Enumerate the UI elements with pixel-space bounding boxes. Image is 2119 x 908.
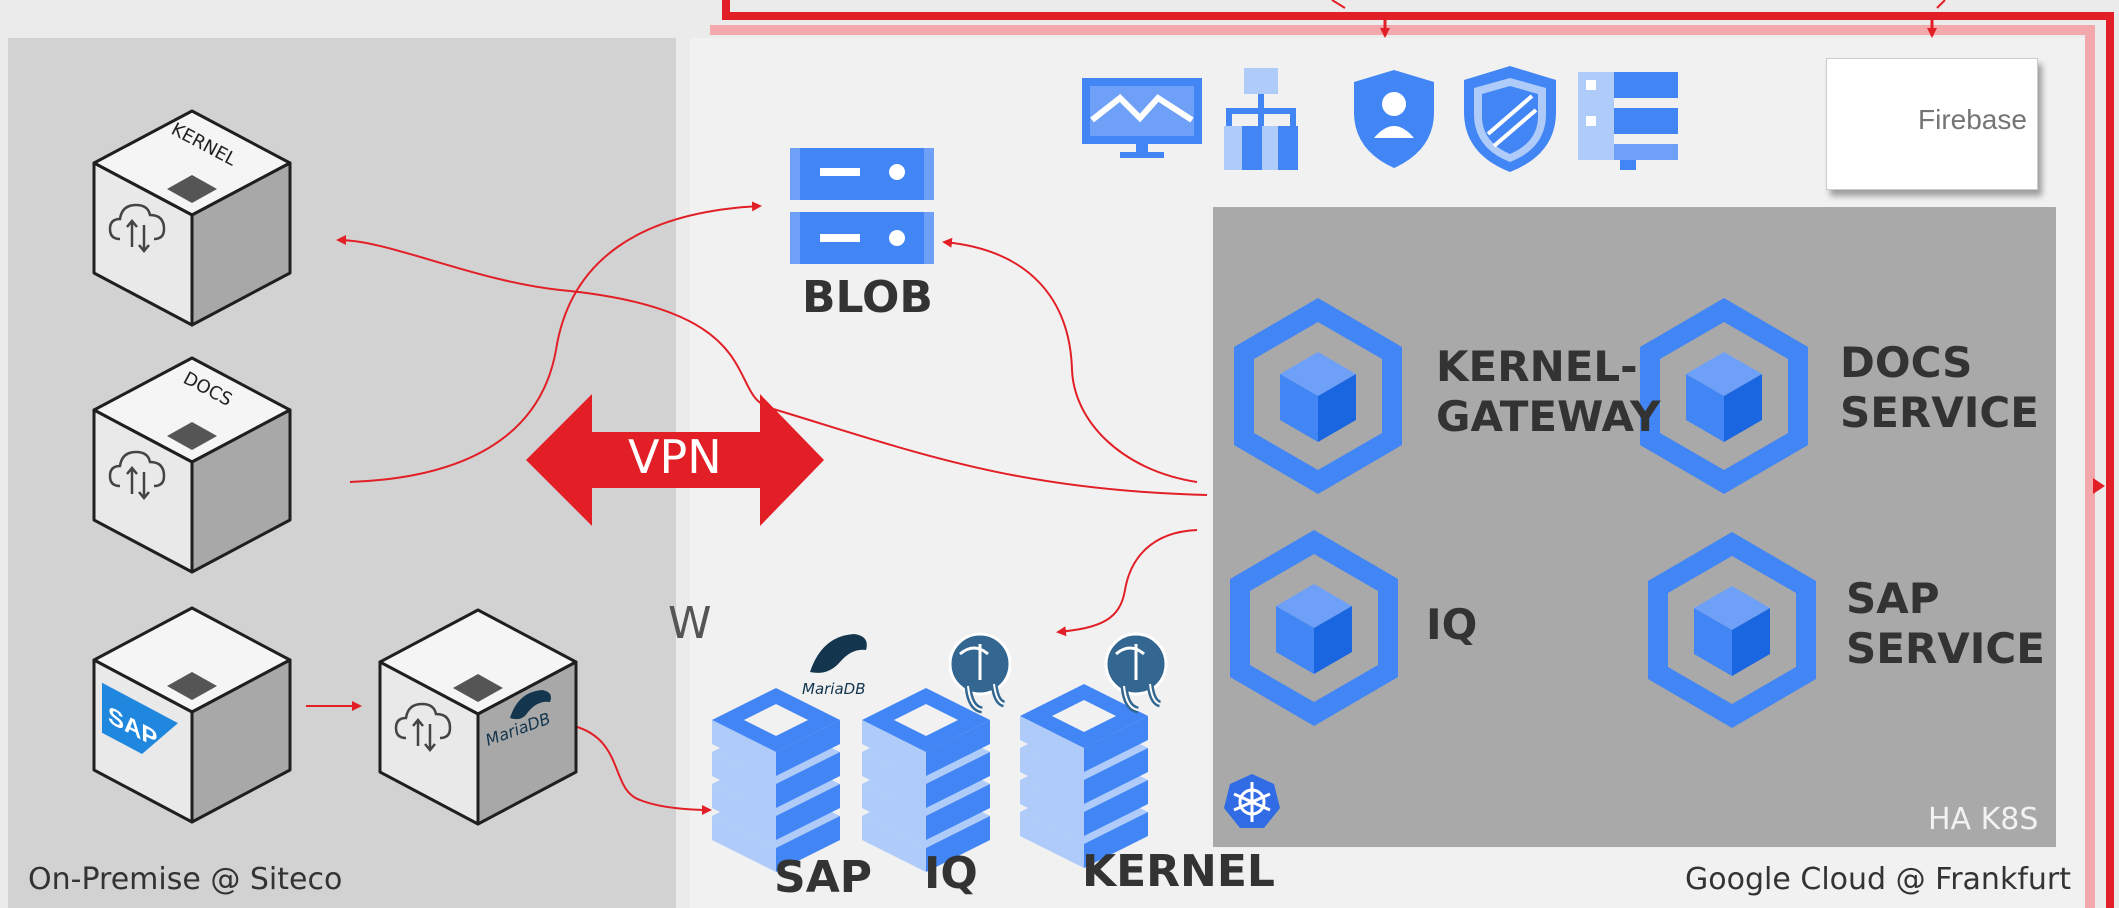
postgresql-elephant-icon (950, 634, 1010, 710)
docs-service-label: DOCS SERVICE (1840, 338, 2039, 437)
docs-server: DOCS (92, 356, 292, 574)
connector-mariadb-server-to-sap-db (573, 725, 712, 815)
docs-service-icon (1640, 298, 1808, 494)
firebase-card (1826, 58, 2038, 190)
storage-server-icon (790, 148, 934, 264)
sap-database-icon (712, 688, 840, 872)
server-list-icon (1578, 72, 1678, 170)
k8s-cluster-panel (1213, 207, 2056, 847)
frame-tick-2 (1936, 0, 1946, 9)
frame-line-outer (722, 0, 2114, 908)
monitoring-icon (1082, 78, 1202, 158)
connector-docs-service-to-blob (942, 237, 1198, 483)
blob-label: BLOB (802, 272, 933, 323)
kernel-database-icon (1020, 684, 1148, 868)
connector-docs-server-to-blob (349, 201, 762, 483)
sap-service-icon (1648, 532, 1816, 728)
kernel-gateway-label: KERNEL- GATEWAY (1436, 342, 1661, 441)
sap-server: SAP (92, 606, 292, 824)
iq-db-label: IQ (924, 848, 978, 899)
kernel-gateway-service-icon (1234, 298, 1402, 494)
mariadb-server: MariaDB (378, 608, 578, 826)
postgresql-elephant-icon (1106, 634, 1166, 710)
vpn-arrow (526, 394, 824, 526)
iq-service-label: IQ (1426, 600, 1478, 649)
identity-shield-icon (1354, 70, 1434, 168)
frame-arrow-3 (2093, 478, 2105, 494)
iq-service-icon (1230, 530, 1398, 726)
on-premise-label: On-Premise @ Siteco (28, 862, 343, 897)
kubernetes-logo-icon (1224, 774, 1280, 828)
mariadb-seal-icon: MariaDB (802, 634, 867, 698)
kernel-db-label: KERNEL (1082, 846, 1275, 897)
kernel-server: KERNEL (92, 109, 292, 327)
frame-tick-1 (1331, 0, 1346, 9)
stray-glyph: W (668, 598, 712, 649)
security-shield-icon (1464, 66, 1556, 172)
hierarchy-icon (1224, 68, 1298, 170)
sap-db-label: SAP (774, 852, 872, 903)
frame-line-inner (710, 25, 2095, 908)
vpn-label: VPN (628, 430, 722, 484)
google-cloud-label: Google Cloud @ Frankfurt (1685, 862, 2071, 897)
connector-kernel-gateway-to-kernel-server (336, 235, 1208, 496)
firebase-label: Firebase (1918, 104, 2027, 135)
k8s-cluster-label: HA K8S (1928, 802, 2039, 837)
connector-iq-to-databases (1056, 529, 1198, 637)
iq-database-icon (862, 688, 990, 872)
sap-service-label: SAP SERVICE (1846, 574, 2045, 673)
mariadb-label: MariaDB (802, 680, 866, 698)
